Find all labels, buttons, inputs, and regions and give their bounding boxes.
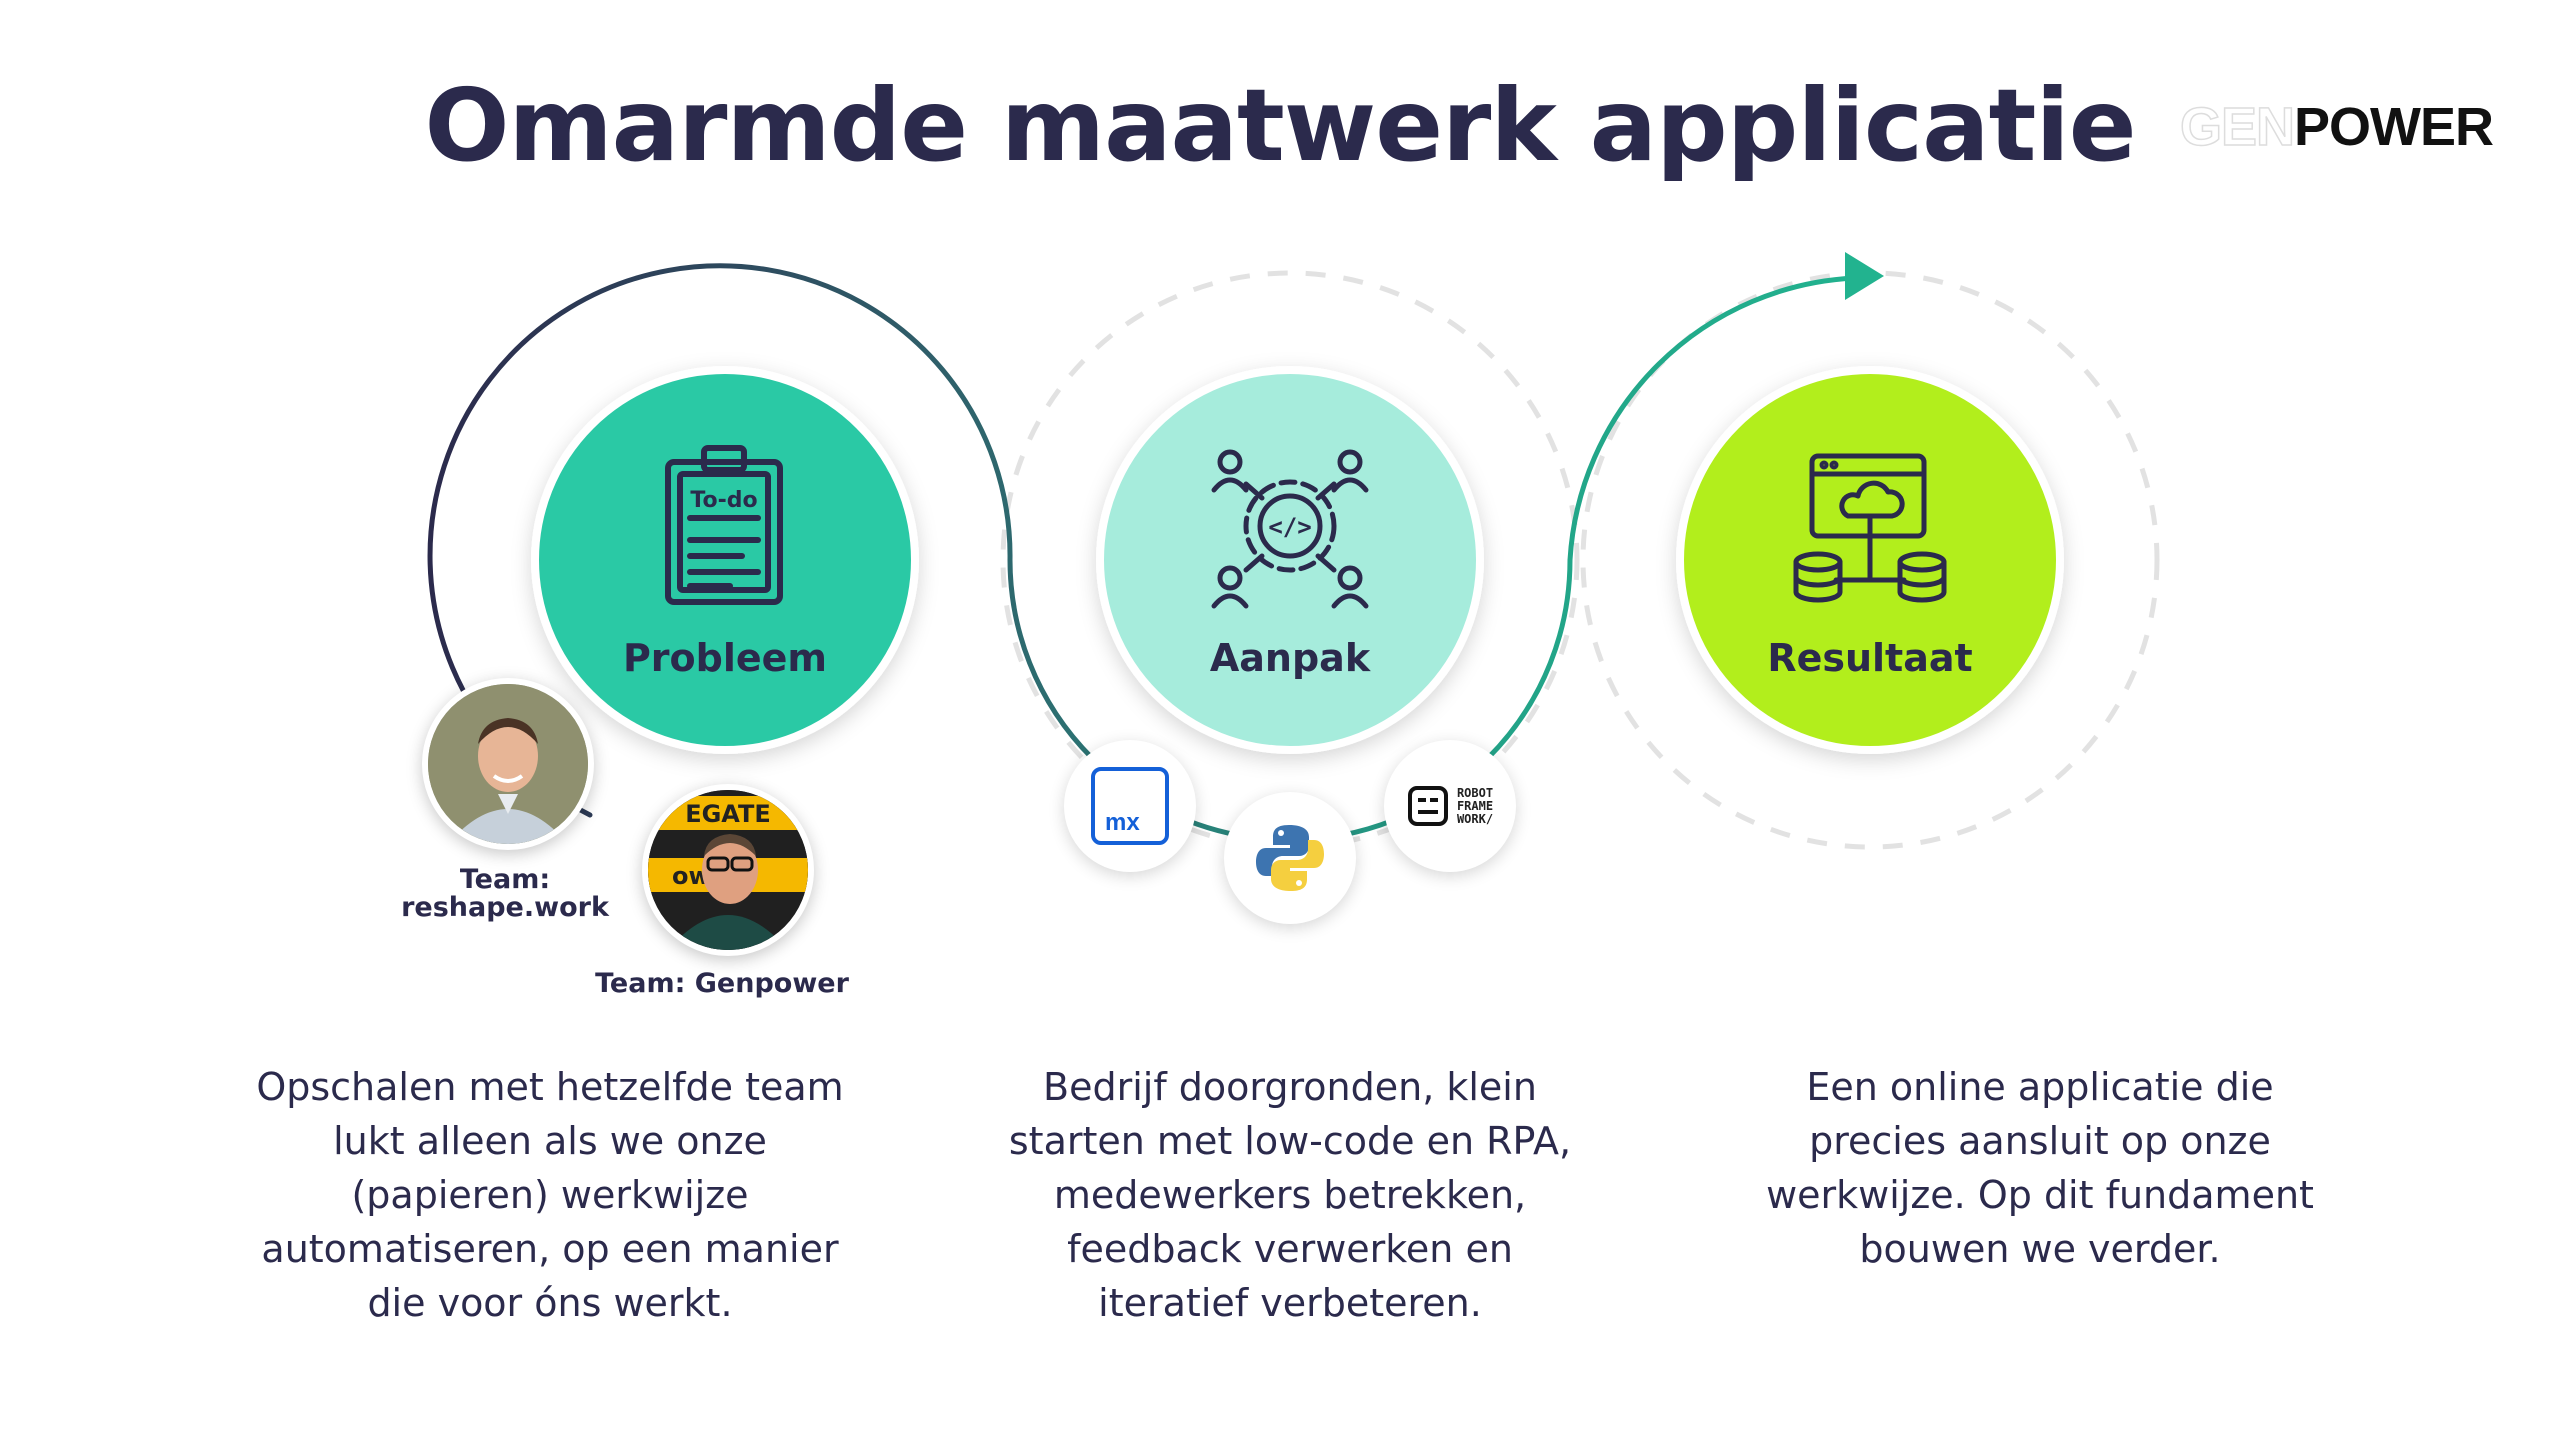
robot-framework-logo: ROBOT FRAME WORK/ (1384, 740, 1516, 872)
mendix-logo-box: mx (1091, 767, 1169, 845)
description-line: Een online applicatie die (1806, 1065, 2274, 1109)
clipboard-todo-text: To-do (690, 488, 757, 513)
flow-arrow-head (1845, 252, 1884, 300)
robot-framework-icon (1407, 786, 1448, 826)
description-line: (papieren) werkwijze (351, 1173, 749, 1217)
person-portrait-icon (428, 684, 588, 844)
team-label-line1: Team: (459, 864, 551, 895)
python-icon (1256, 825, 1324, 891)
description-aanpak: Bedrijf doorgronden, klein starten met l… (950, 1060, 1630, 1330)
step-circle-probleem (531, 366, 919, 754)
team-label-genpower: Team: Genpower (595, 968, 849, 999)
description-line: bouwen we verder. (1859, 1227, 2221, 1271)
step-label-probleem: Probleem (622, 636, 828, 680)
python-logo (1224, 792, 1356, 924)
description-line: die voor óns werkt. (367, 1281, 733, 1325)
person-portrait-icon: EGATE owell (648, 790, 808, 950)
logo-part-gen: GEN (2179, 97, 2296, 157)
description-line: medewerkers betrekken, (1053, 1173, 1527, 1217)
step-label-resultaat: Resultaat (1767, 636, 1973, 680)
description-line: lukt alleen als we onze (333, 1119, 767, 1163)
shirt-text-top: EGATE (685, 800, 771, 828)
page-title: Omarmde maatwerk applicatie (424, 67, 2136, 184)
code-gear-network-icon: </> (1211, 449, 1369, 609)
genpower-logo: GENPOWER (2179, 97, 2494, 157)
mendix-logo: mx (1064, 740, 1196, 872)
logo-part-power: POWER (2294, 97, 2494, 157)
orbit-guide-resultaat (1580, 270, 2160, 850)
robot-text-line: WORK/ (1456, 811, 1494, 826)
cloud-database-icon (1793, 453, 1947, 603)
description-line: Opschalen met hetzelfde team (256, 1065, 844, 1109)
clipboard-todo-icon: To-do (665, 445, 783, 605)
description-line: automatiseren, op een manier (261, 1227, 839, 1271)
robot-text-line: ROBOT (1456, 785, 1494, 800)
description-probleem: Opschalen met hetzelfde team lukt alleen… (210, 1060, 890, 1330)
description-resultaat: Een online applicatie die precies aanslu… (1700, 1060, 2380, 1276)
description-line: feedback verwerken en (1067, 1227, 1513, 1271)
avatar-reshape-work (422, 678, 594, 850)
step-label-aanpak: Aanpak (1209, 636, 1371, 680)
orbit-guide-aanpak (1000, 270, 1580, 850)
code-symbol-text: </> (1268, 513, 1311, 541)
description-line: precies aansluit op onze (1809, 1119, 2271, 1163)
team-label-line2: reshape.work (401, 892, 609, 924)
mendix-logo-text: mx (1105, 809, 1140, 836)
step-circle-aanpak (1096, 366, 1484, 754)
flow-path (427, 263, 1858, 843)
team-label-reshape-work: Team: reshape.work (395, 864, 615, 924)
avatar-genpower: EGATE owell (642, 784, 814, 956)
description-line: Bedrijf doorgronden, klein (1043, 1065, 1537, 1109)
robot-text-line: FRAME (1456, 798, 1494, 813)
description-line: starten met low-code en RPA, (1008, 1119, 1572, 1163)
description-line: werkwijze. Op dit fundament (1766, 1173, 2314, 1217)
description-line: iteratief verbeteren. (1098, 1281, 1482, 1325)
robot-framework-text: ROBOT FRAME WORK/ (1456, 785, 1494, 826)
